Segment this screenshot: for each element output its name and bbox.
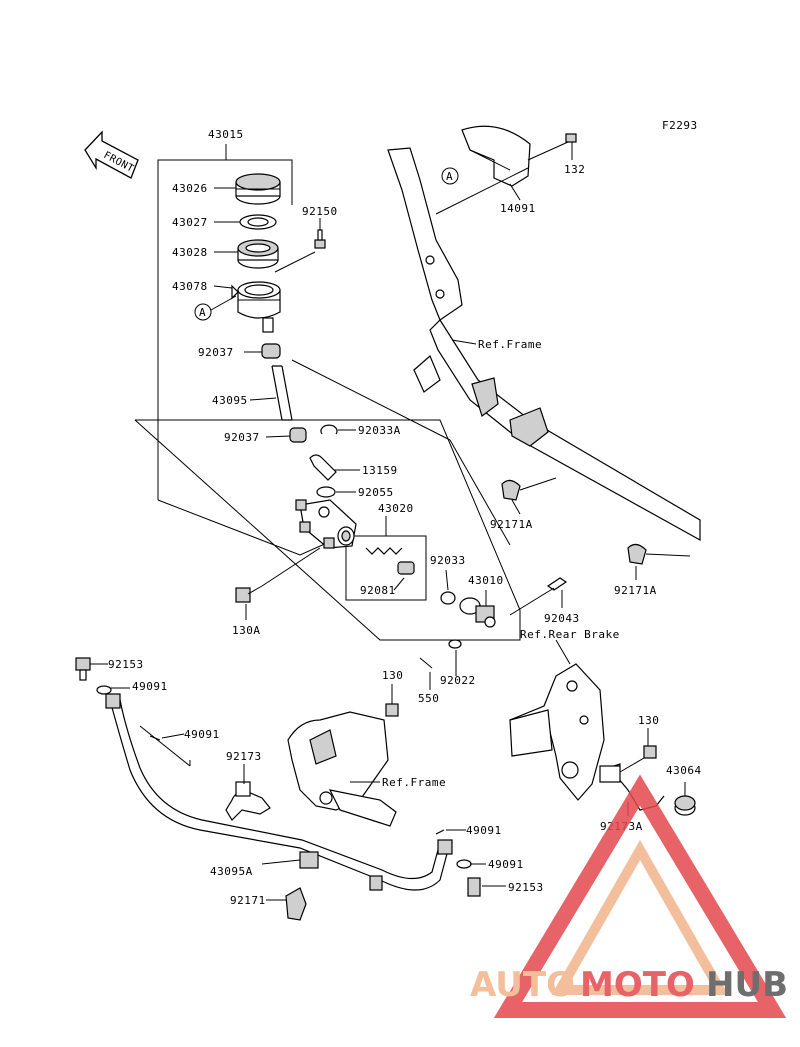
banjo-bolt-92153 [75, 657, 91, 681]
bolt-92150 [314, 229, 326, 249]
label-130-right: 130 [638, 714, 659, 727]
hose-guide-92173 [225, 781, 271, 821]
label-43078: 43078 [172, 280, 208, 293]
grommet-43064 [674, 795, 696, 816]
washer-49091-c [435, 829, 445, 835]
label-43015: 43015 [208, 128, 244, 141]
label-49091-d: 49091 [488, 858, 524, 871]
label-14091: 14091 [500, 202, 536, 215]
hose-43095A [109, 699, 449, 891]
piston-assembly-43020 [365, 547, 415, 575]
hose-clamp-92037 [261, 343, 281, 359]
label-92171: 92171 [230, 894, 266, 907]
label-92150: 92150 [302, 205, 338, 218]
watermark-logo: AUTO MOTO HUB [470, 774, 788, 1018]
figure-code: F2293 [662, 119, 698, 132]
bolt-132 [527, 133, 577, 161]
reservoir-cap-43026 [235, 173, 281, 205]
label-92153-lower: 92153 [508, 881, 544, 894]
svg-text:A: A [446, 170, 453, 183]
label-43064: 43064 [666, 764, 702, 777]
hose-43095 [271, 365, 293, 421]
bolt-130-middle [385, 703, 399, 717]
reference-a-badge-frame: A [441, 167, 459, 185]
washer-92022 [448, 639, 462, 649]
label-92055: 92055 [358, 486, 394, 499]
label-92043: 92043 [544, 612, 580, 625]
label-92037-lower: 92037 [224, 431, 260, 444]
label-92022: 92022 [440, 674, 476, 687]
banjo-fitting-upper [105, 693, 121, 709]
label-92081: 92081 [360, 584, 396, 597]
washer-49091-d [456, 859, 472, 869]
rear-brake-bracket [509, 663, 605, 801]
ref-frame-label-upper: Ref.Frame [478, 338, 542, 351]
label-130A: 130A [232, 624, 261, 637]
label-92171A-lower: 92171A [614, 584, 657, 597]
label-130-middle: 130 [382, 669, 403, 682]
banjo-bolt-92153-lower [467, 877, 481, 897]
label-92153-upper: 92153 [108, 658, 144, 671]
watermark-moto: MOTO [580, 965, 695, 1005]
label-43095A: 43095A [210, 865, 253, 878]
lower-frame-bracket [287, 711, 397, 827]
label-92171A-upper: 92171A [490, 518, 533, 531]
label-92033: 92033 [430, 554, 466, 567]
label-550: 550 [418, 692, 439, 705]
frame-ref [387, 147, 701, 542]
master-cylinder-body [295, 499, 357, 549]
label-92033A: 92033A [358, 424, 401, 437]
label-49091-b: 49091 [184, 728, 220, 741]
watermark-auto: AUTO [470, 965, 575, 1005]
front-arrow-icon: FRONT [84, 130, 139, 179]
label-43027: 43027 [172, 216, 208, 229]
ref-frame-label-lower: Ref.Frame [382, 776, 446, 789]
bolt-130-right [643, 745, 657, 759]
cotter-pin-550 [419, 657, 433, 669]
reservoir-43078 [231, 281, 281, 333]
label-132: 132 [564, 163, 585, 176]
diaphragm-43028 [237, 239, 279, 269]
watermark-hub: HUB [706, 965, 788, 1005]
label-43095: 43095 [212, 394, 248, 407]
label-92037-upper: 92037 [198, 346, 234, 359]
o-ring-92055 [316, 486, 336, 498]
circlip-92033A [320, 424, 338, 435]
bolt-130A [235, 585, 263, 603]
reference-a-badge: A [194, 303, 212, 321]
label-43020: 43020 [378, 502, 414, 515]
circlip-92033 [440, 591, 456, 605]
ref-rear-brake-label: Ref.Rear Brake [520, 628, 620, 641]
washer-49091 [96, 685, 112, 695]
label-49091-a: 49091 [132, 680, 168, 693]
group-outline [134, 359, 521, 641]
hose-guide-92171A [501, 479, 521, 501]
label-13159: 13159 [362, 464, 398, 477]
label-49091-c: 49091 [466, 824, 502, 837]
clamp-bracket-14091 [461, 125, 531, 187]
banjo-fitting-lower [437, 839, 453, 855]
label-43028: 43028 [172, 246, 208, 259]
label-92173: 92173 [226, 750, 262, 763]
hose-guide-92171A-2 [627, 543, 647, 565]
svg-text:A: A [199, 306, 206, 319]
pin-92043 [509, 577, 568, 616]
hose-guide-92171 [285, 887, 307, 921]
pushrod-43010 [459, 597, 496, 628]
label-43010: 43010 [468, 574, 504, 587]
diaphragm-plate-43027 [239, 214, 277, 230]
elbow-13159 [309, 454, 337, 481]
hose-clamp-92037-lower [289, 427, 307, 443]
label-43026: 43026 [172, 182, 208, 195]
